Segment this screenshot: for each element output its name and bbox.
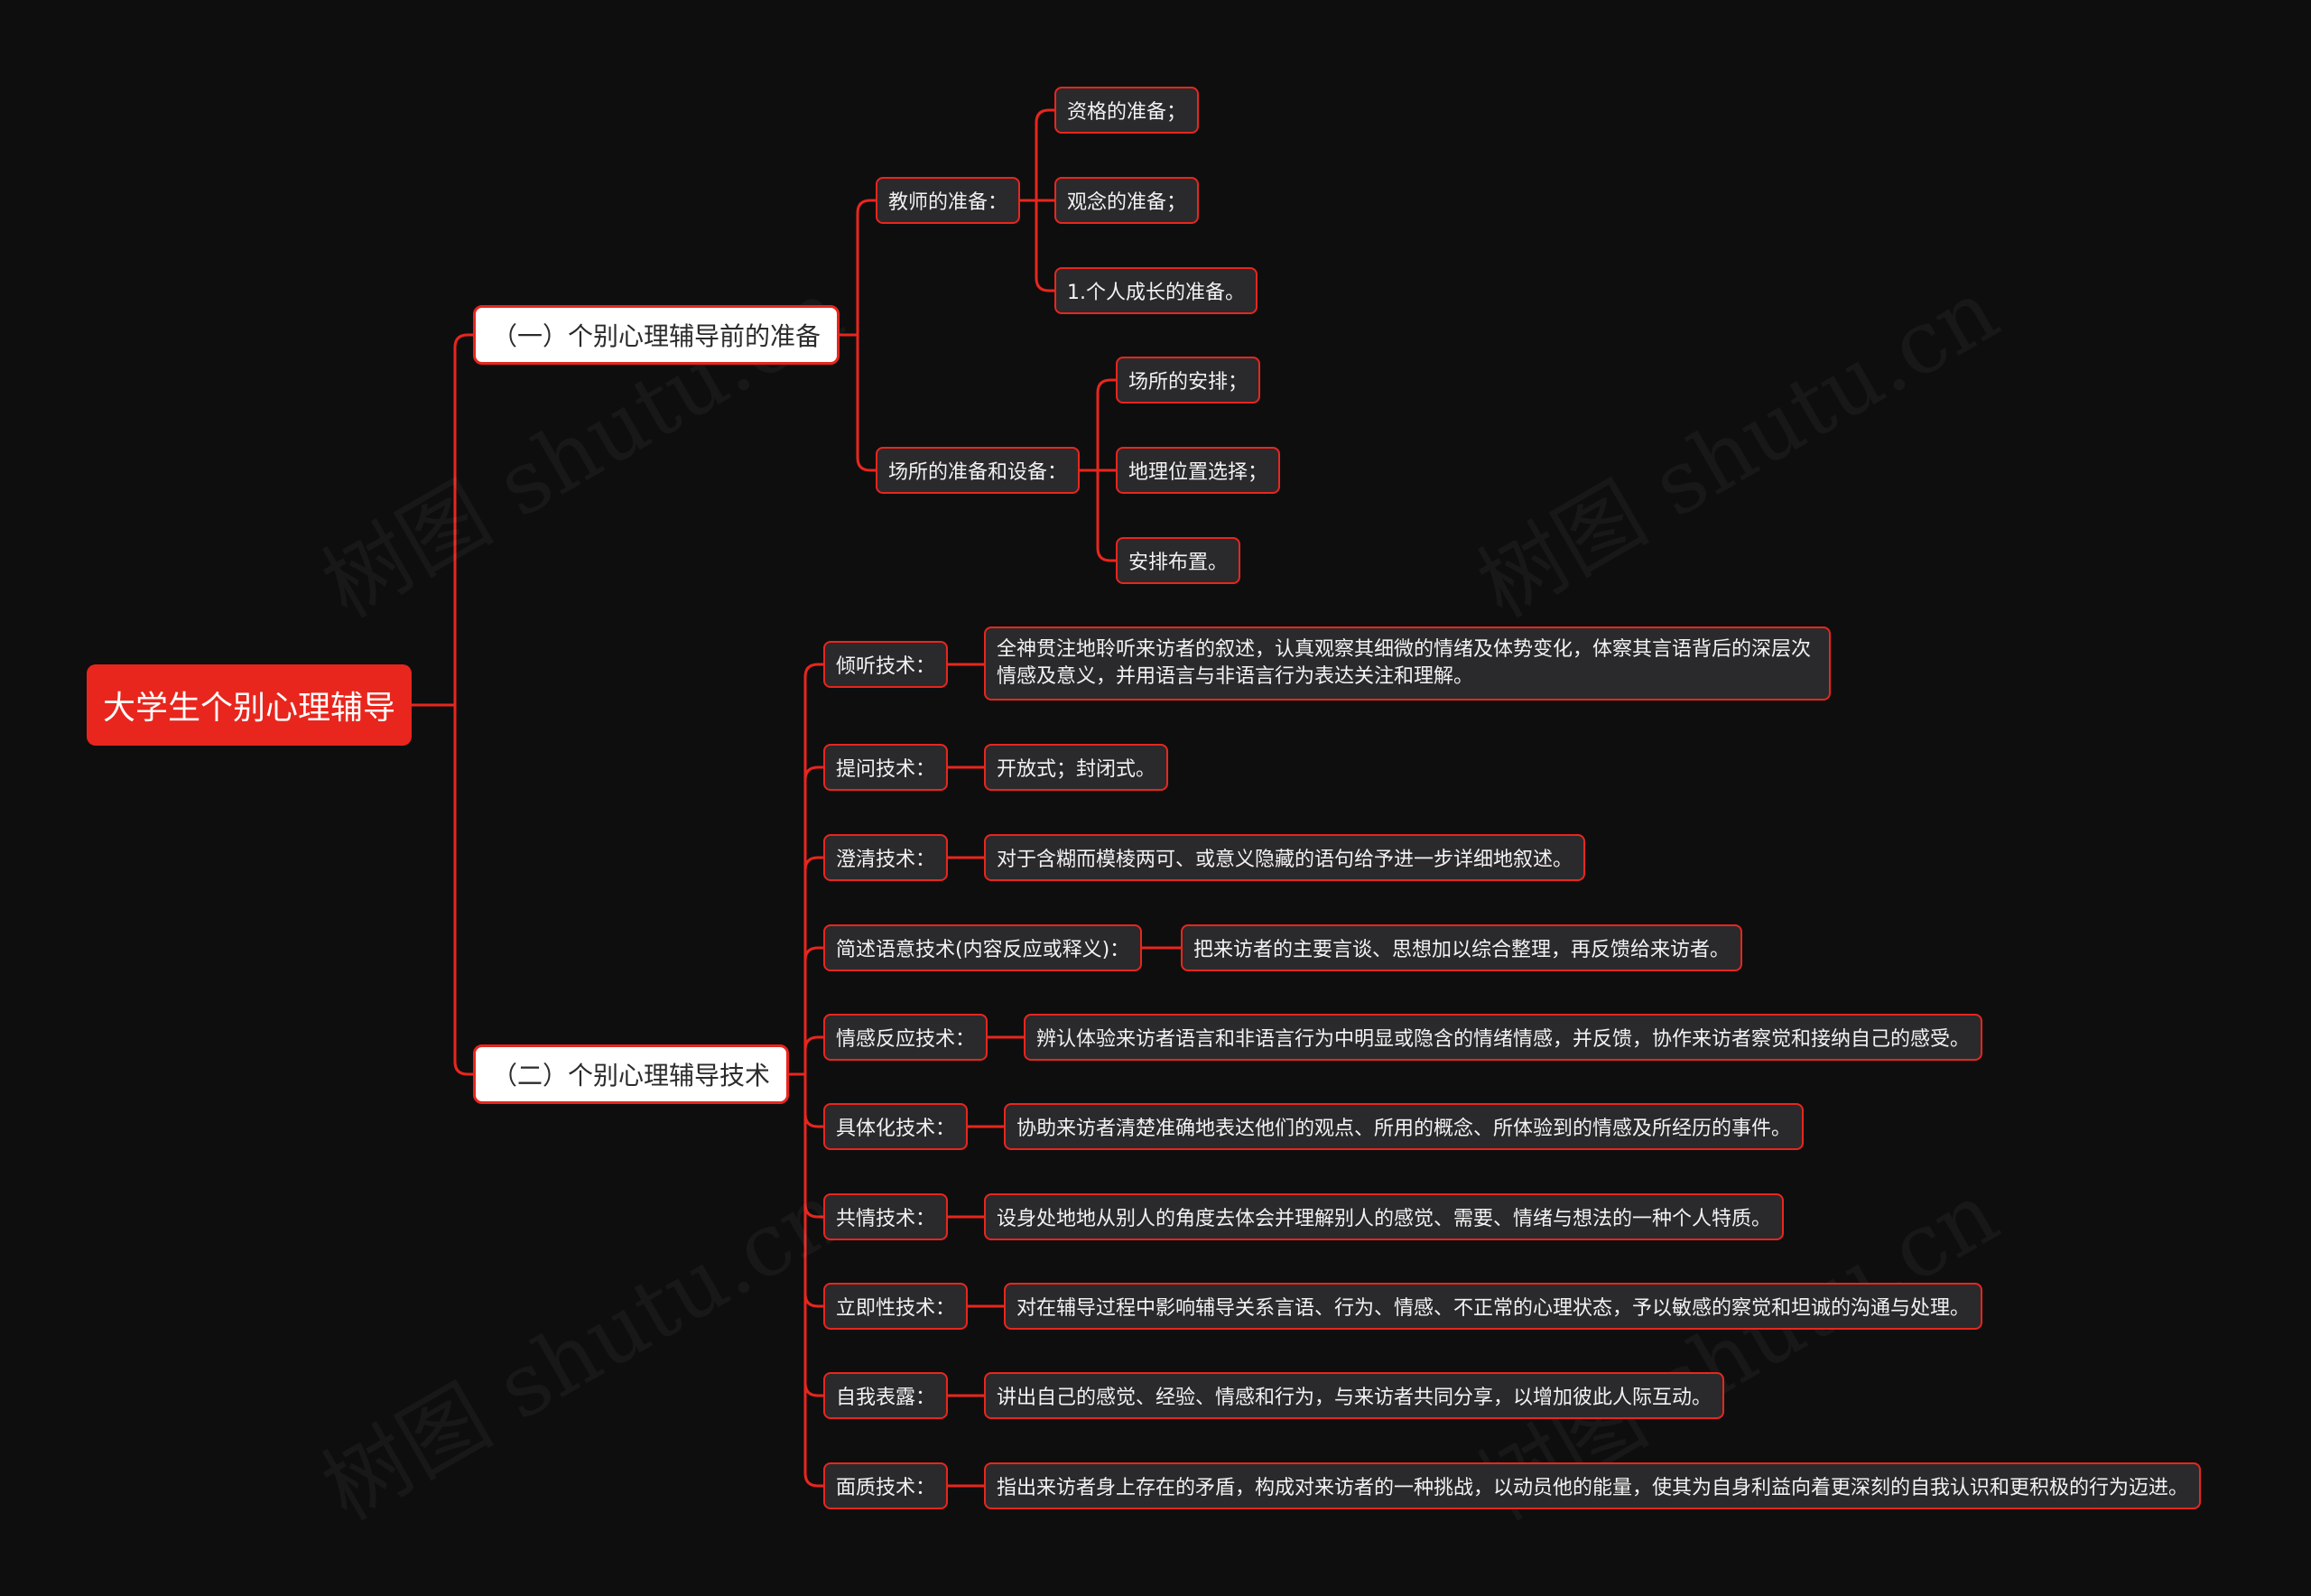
connector-line xyxy=(1035,200,1054,292)
connector-line xyxy=(1035,108,1054,200)
connector-line xyxy=(803,766,823,1074)
detail-emotion-reflection: 辨认体验来访者语言和非语言行为中明显或隐含的情绪情感，并反馈，协作来访者察觉和接… xyxy=(1024,1014,1983,1061)
technique-listening[interactable]: 倾听技术： xyxy=(823,641,949,688)
connector-line xyxy=(803,946,823,1074)
connector-line xyxy=(803,1074,823,1128)
technique-confrontation[interactable]: 面质技术： xyxy=(823,1462,949,1509)
root-topic[interactable]: 大学生个别心理辅导 xyxy=(87,664,413,746)
detail-self-disclosure: 讲出自己的感觉、经验、情感和行为，与来访者共同分享，以增加彼此人际互动。 xyxy=(984,1372,1725,1419)
connector-line xyxy=(803,1074,823,1219)
subtopic-teacher-prep[interactable]: 教师的准备： xyxy=(876,177,1021,224)
detail-immediacy: 对在辅导过程中影响辅导关系言语、行为、情感、不正常的心理状态，予以敏感的察觉和坦… xyxy=(1004,1283,1983,1330)
connector-line xyxy=(803,1074,823,1488)
item-venue-arrangement[interactable]: 场所的安排； xyxy=(1116,357,1261,404)
branch-preparation[interactable]: （一）个别心理辅导前的准备 xyxy=(473,305,840,365)
item-growth-prep[interactable]: 1.个人成长的准备。 xyxy=(1054,267,1258,314)
branch-techniques[interactable]: （二）个别心理辅导技术 xyxy=(473,1044,790,1104)
item-concept-prep[interactable]: 观念的准备； xyxy=(1054,177,1200,224)
connector-line xyxy=(803,856,823,1074)
connector-line xyxy=(856,199,876,335)
subtopic-venue-prep[interactable]: 场所的准备和设备： xyxy=(876,447,1081,494)
connector-line xyxy=(803,1035,823,1074)
technique-clarification[interactable]: 澄清技术： xyxy=(823,834,949,881)
item-layout[interactable]: 安排布置。 xyxy=(1116,537,1241,584)
connector-line xyxy=(1096,470,1116,562)
detail-concreteness: 协助来访者清楚准确地表达他们的观点、所用的概念、所体验到的情感及所经历的事件。 xyxy=(1004,1103,1805,1150)
connector-line xyxy=(803,1074,823,1308)
technique-concreteness[interactable]: 具体化技术： xyxy=(823,1103,969,1150)
technique-questioning[interactable]: 提问技术： xyxy=(823,744,949,791)
detail-questioning: 开放式；封闭式。 xyxy=(984,744,1169,791)
detail-clarification: 对于含糊而模棱两可、或意义隐藏的语句给予进一步详细地叙述。 xyxy=(984,834,1586,881)
item-location-choice[interactable]: 地理位置选择； xyxy=(1116,447,1281,494)
item-qualification-prep[interactable]: 资格的准备； xyxy=(1054,87,1200,134)
detail-empathy: 设身处地地从别人的角度去体会并理解别人的感觉、需要、情绪与想法的一种个人特质。 xyxy=(984,1193,1785,1240)
technique-immediacy[interactable]: 立即性技术： xyxy=(823,1283,969,1330)
detail-listening: 全神贯注地聆听来访者的叙述，认真观察其细微的情绪及体势变化，体察其言语背后的深层… xyxy=(984,626,1831,701)
connector-line xyxy=(856,335,876,472)
technique-emotion-reflection[interactable]: 情感反应技术： xyxy=(823,1014,988,1061)
connector-line xyxy=(453,333,473,705)
technique-empathy[interactable]: 共情技术： xyxy=(823,1193,949,1240)
technique-self-disclosure[interactable]: 自我表露： xyxy=(823,1372,949,1419)
connector-line xyxy=(803,663,823,1074)
detail-paraphrase: 把来访者的主要言谈、思想加以综合整理，再反馈给来访者。 xyxy=(1181,924,1743,971)
technique-paraphrase[interactable]: 简述语意技术(内容反应或释义)： xyxy=(823,924,1143,971)
detail-confrontation: 指出来访者身上存在的矛盾，构成对来访者的一种挑战，以动员他的能量，使其为自身利益… xyxy=(984,1462,2202,1509)
connector-line xyxy=(1096,378,1116,470)
connector-line xyxy=(453,705,473,1076)
